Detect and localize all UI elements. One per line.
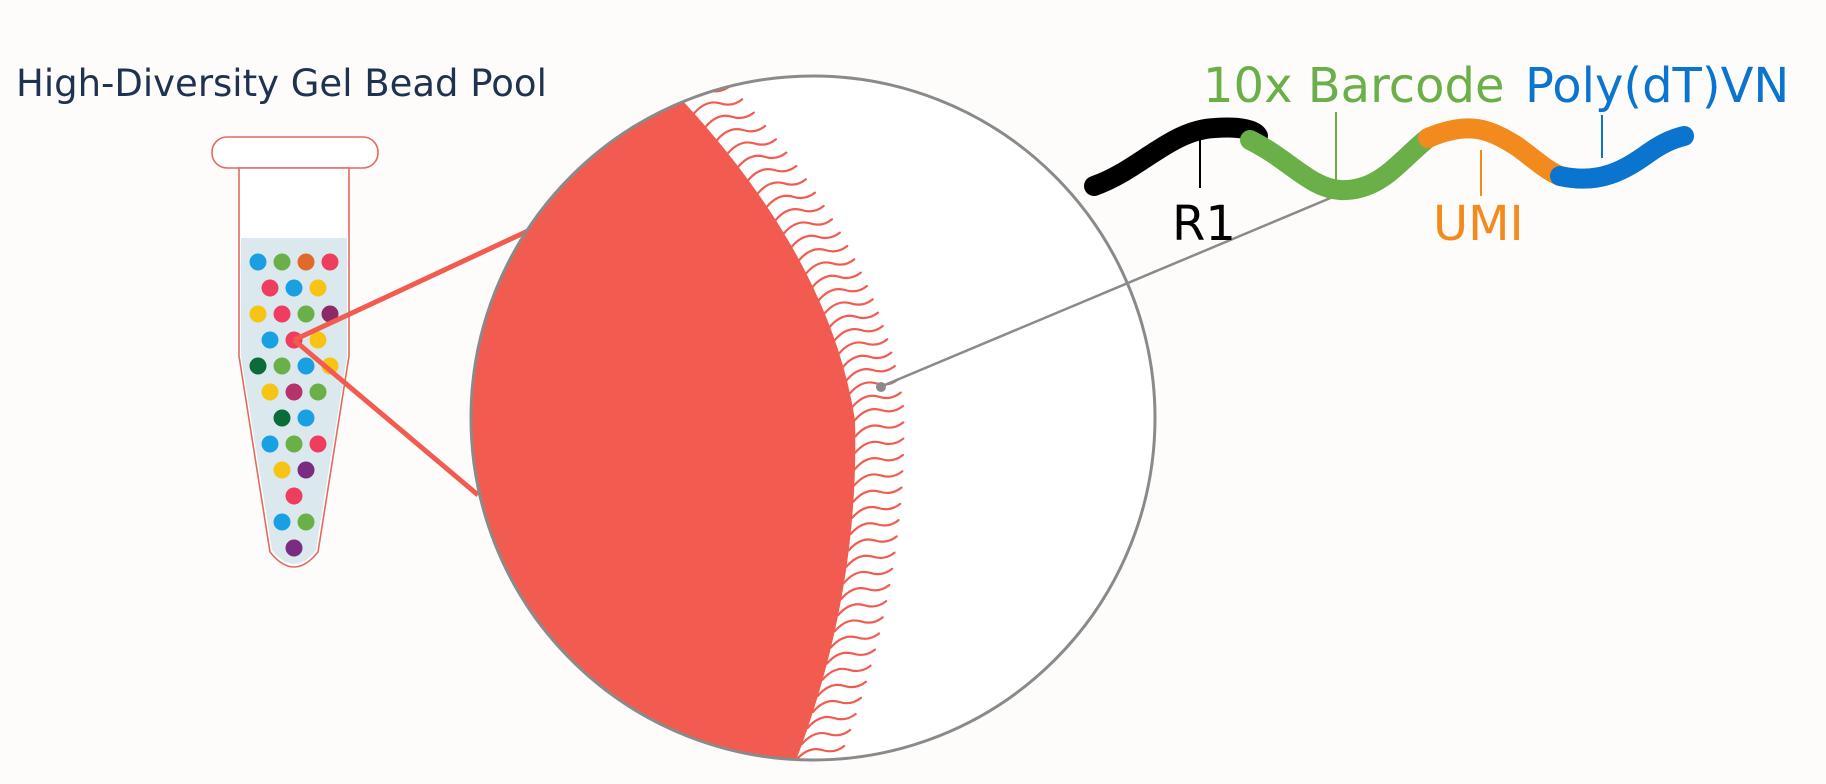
oligo-strand [782,218,834,235]
r1-label: R1 [1172,196,1236,252]
oligo-strand [845,364,896,382]
gel-bead-dot [321,357,339,375]
oligo-strand [704,111,755,128]
gel-bead-dot [285,435,303,453]
gel-bead-dot [249,305,267,323]
barcode-label: 10x Barcode [1203,58,1505,114]
oligo-strand [852,486,903,503]
gel-bead-dot [273,357,291,375]
gel-bead-dot [273,305,291,323]
oligo-strand [851,502,902,519]
oligo-strand [823,298,874,315]
oligo-connector-line [879,192,1341,389]
oligo-strand [795,744,846,760]
oligo-strand [853,404,905,422]
oligo-strand [837,600,888,617]
oligo-segment-r1 [1084,117,1268,196]
oligo-strand [801,728,852,746]
oligo-strand [816,680,868,697]
gel-bead-tube [211,136,379,568]
oligo-strand [847,535,898,552]
tube-liquid [241,238,347,564]
gel-bead-dot [249,253,267,271]
oligo-strand [790,231,841,248]
gel-bead-dot [297,305,315,323]
oligo-strand [747,164,798,182]
oligo-strand [829,632,881,649]
polydt-label: Poly(dT)VN [1525,58,1789,114]
gel-bead-dot [273,513,291,531]
oligo-strand [811,696,863,713]
oligo-strand [790,762,838,776]
oligo-strand [798,244,849,262]
gel-bead-dot [297,409,315,427]
tube-cap [211,136,379,169]
gel-bead-dot [285,279,303,297]
oligo-strand [756,178,807,195]
oligo-segment-polydt [1550,126,1695,189]
oligo-strand [842,351,893,368]
magnified-view-outline [469,74,1157,762]
umi-label: UMI [1433,196,1524,252]
gel-bead-dot [261,331,279,349]
gel-bead-dot [297,253,315,271]
gel-bead-dot [285,383,303,401]
oligo-anchor-point [876,382,886,392]
gel-bead-dot [309,435,327,453]
diagram-title: High-Diversity Gel Bead Pool [16,62,547,105]
oligo-segment-barcode [1240,128,1438,201]
oligo-strand [811,271,862,288]
zoom-line-top [292,227,532,343]
gel-bead-dot [261,279,279,297]
oligo-strand [853,470,904,487]
gel-bead-dot [249,357,267,375]
oligo-strand [853,453,905,471]
oligo-strand [851,391,902,408]
oligo-strands [680,84,905,776]
oligo-strand [817,284,869,302]
zoom-lines [292,227,532,497]
oligo-strand [825,648,877,665]
gel-bead-dot [261,435,279,453]
oligo-strand [805,258,856,275]
oligo-strand [715,124,767,142]
gel-bead-dot [321,305,339,323]
oligo-strand [806,712,857,730]
gel-bead-dot [297,461,315,479]
oligo-sequence [1084,117,1695,201]
oligo-strand [842,567,894,584]
oligo-strand [821,664,872,681]
oligo-strand [854,421,905,438]
gel-bead-dot [273,409,291,427]
oligo-strand [774,204,825,222]
zoom-line-bottom [292,338,480,497]
gel-bead-dot [309,331,327,349]
gel-bead-dot [297,513,315,531]
gel-bead-dot [261,383,279,401]
oligo-strand [833,324,884,342]
gel-bead-dot [273,461,291,479]
oligo-strand [737,151,788,168]
oligo-strand [693,98,744,115]
oligo-strand [726,138,778,155]
oligo-strand [838,338,889,355]
gel-bead-dot [285,539,303,557]
oligo-strand [840,583,891,601]
oligo-strand [849,519,900,536]
gel-bead-dot [285,487,303,505]
oligo-strand [845,551,896,568]
gel-bead-dot [309,383,327,401]
oligo-strand [833,616,884,633]
gel-bead-dot [297,357,315,375]
oligo-strand [828,311,880,328]
oligo-strand [854,437,905,454]
gel-bead-dot [273,253,291,271]
oligo-strand [765,191,817,208]
gel-bead-surface [471,76,856,760]
oligo-segment-umi [1418,118,1570,186]
gel-bead-dot [321,253,339,271]
gel-bead-dot [309,279,327,297]
